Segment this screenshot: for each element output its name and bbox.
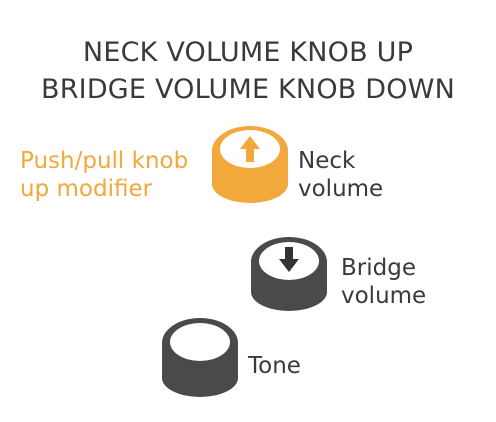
tone-knob <box>162 318 238 397</box>
title-line-2: BRIDGE VOLUME KNOB DOWN <box>40 74 456 105</box>
neck-knob-label-line-1: Neck <box>298 148 356 174</box>
title-line-1: NECK VOLUME KNOB UP <box>82 37 414 68</box>
arrow-up-icon <box>240 136 260 162</box>
modifier-label-line-1: Push/pull knob <box>20 148 189 174</box>
bridge-knob <box>251 237 327 311</box>
neck-knob-label-line-2: volume <box>298 176 384 202</box>
modifier-label-line-2: up modifier <box>20 176 153 202</box>
arrow-down-icon <box>279 247 299 272</box>
neck-knob <box>212 126 288 203</box>
bridge-knob-label-line-2: volume <box>341 283 427 309</box>
tone-knob-label: Tone <box>248 353 301 379</box>
bridge-knob-label-line-1: Bridge <box>341 255 416 281</box>
